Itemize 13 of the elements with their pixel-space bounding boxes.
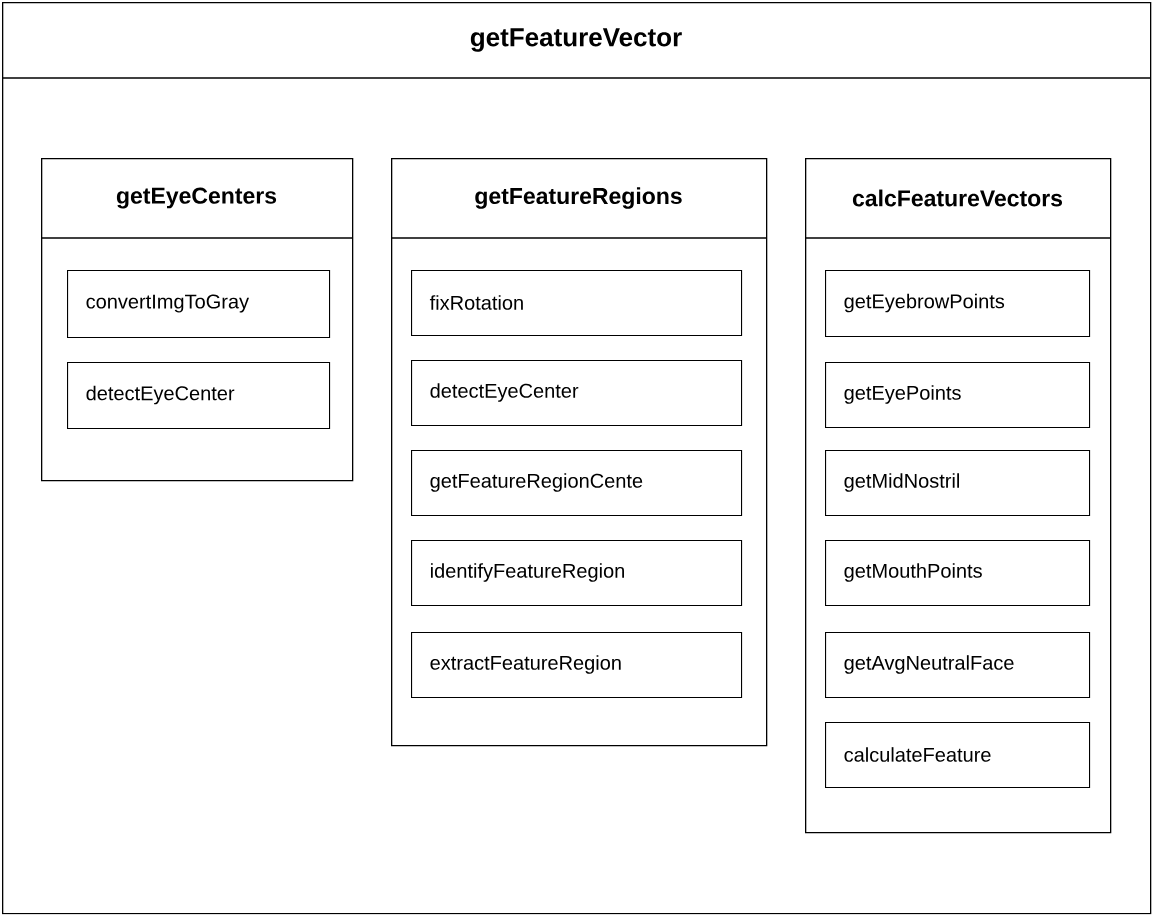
function-box: fixRotation [411, 270, 743, 337]
function-box: extractFeatureRegion [411, 632, 743, 699]
function-box: calculateFeature [825, 722, 1091, 789]
function-box: getMouthPoints [825, 540, 1091, 607]
function-box: getEyebrowPoints [825, 270, 1091, 338]
function-box: detectEyeCenter [411, 360, 743, 427]
function-box: getFeatureRegionCente [411, 450, 743, 517]
function-box: getAvgNeutralFace [825, 632, 1091, 699]
function-box: detectEyeCenter [67, 362, 331, 430]
function-box: convertImgToGray [67, 270, 331, 339]
function-box: getEyePoints [825, 362, 1091, 429]
function-box: identifyFeatureRegion [411, 540, 743, 607]
function-box: getMidNostril [825, 450, 1091, 517]
